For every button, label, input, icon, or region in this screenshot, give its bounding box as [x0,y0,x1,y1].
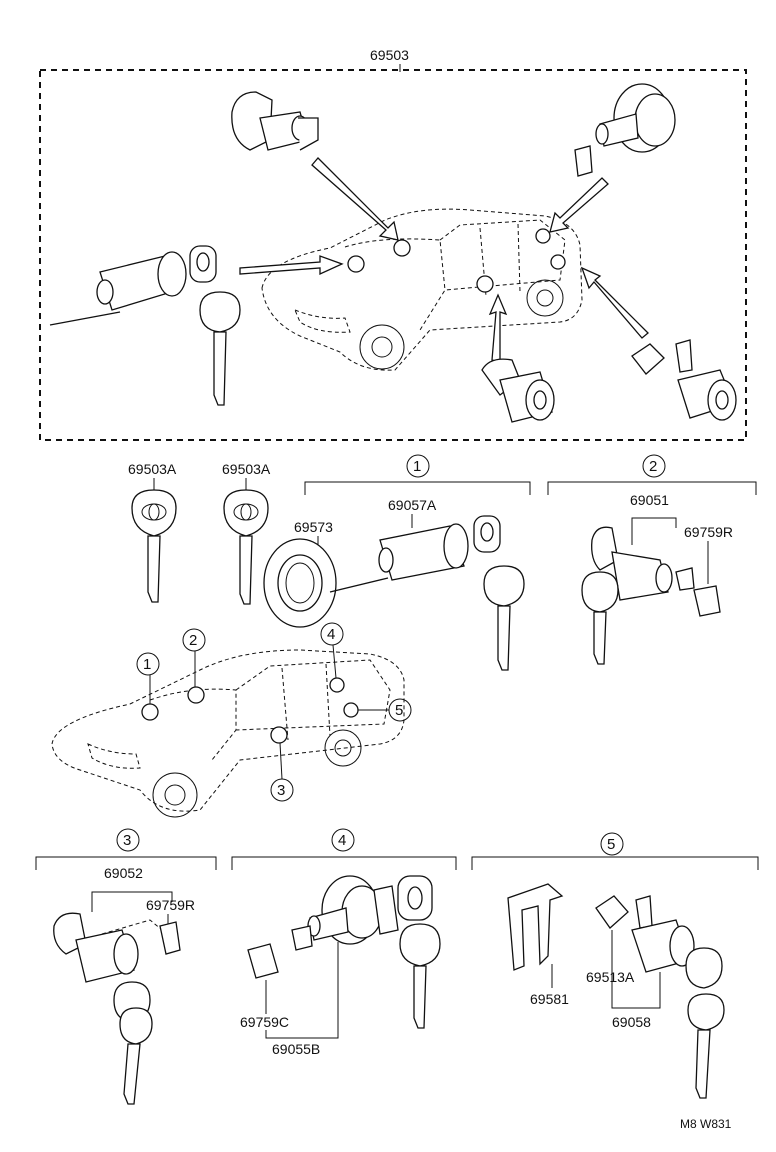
toyota-key-icon [131,489,177,603]
lock-cylinder-icon [631,339,737,421]
lock-cylinder-icon [263,515,525,671]
part-69759R-b-label[interactable]: 69759R [146,897,195,913]
top-assembly-section: 69503 [39,47,747,441]
callout-3-label[interactable]: 3 [123,832,131,849]
callout-4-group: 4 69759C 69055B [231,828,457,1057]
part-69513A-label[interactable]: 69513A [586,969,635,985]
lock-cylinder-icon [574,83,676,177]
lock-cylinder-icon [481,358,555,423]
car-callout-5[interactable]: 5 [395,702,403,719]
part-69058-label[interactable]: 69058 [612,1014,651,1030]
keys-section: 69503A 69503A [128,461,271,605]
part-69055B-label[interactable]: 69055B [272,1041,320,1057]
car-callouts: 1 2 4 5 3 [136,622,412,802]
callout-2-label[interactable]: 2 [649,458,657,475]
top-car-icon [261,208,583,371]
part-69057A-label[interactable]: 69057A [388,497,437,513]
part-69052-label[interactable]: 69052 [104,865,143,881]
car-callout-1[interactable]: 1 [143,656,151,673]
top-assembly-label[interactable]: 69503 [370,47,409,63]
clip-69581-icon [507,883,564,971]
key-right-label[interactable]: 69503A [222,461,271,477]
callout-4-label[interactable]: 4 [338,832,346,849]
toyota-key-icon [223,489,269,605]
part-69759R-a-label[interactable]: 69759R [684,524,733,540]
lock-cylinder-icon [231,91,319,151]
car-callout-3[interactable]: 3 [277,782,285,799]
lock-cylinder-icon [53,912,181,1105]
callout-1-label[interactable]: 1 [413,458,421,475]
lock-cylinder-icon [595,895,725,1099]
callout-5-group: 5 69581 69513A 69058 [471,832,759,1099]
callout-3-group: 3 69052 69759R [35,828,217,1105]
part-69759C-label[interactable]: 69759C [240,1014,289,1030]
part-69581-label[interactable]: 69581 [530,991,569,1007]
arrow-icon [239,157,649,363]
top-assembly-dashed-box [39,69,747,441]
footer-code: M8 W831 [680,1117,732,1131]
callout-2-group: 2 69051 69759R [547,454,757,665]
callout-1-group: 1 69573 69057A [263,454,531,671]
middle-car-icon [51,649,405,818]
part-69573-label[interactable]: 69573 [294,519,333,535]
car-callout-4[interactable]: 4 [327,626,335,643]
key-left-label[interactable]: 69503A [128,461,177,477]
car-callout-2[interactable]: 2 [189,632,197,649]
callout-5-label[interactable]: 5 [607,836,615,853]
part-69051-label[interactable]: 69051 [630,492,669,508]
lock-cylinder-icon [49,245,241,406]
lock-cylinder-icon [247,875,441,1029]
lock-cylinder-icon [581,526,721,665]
